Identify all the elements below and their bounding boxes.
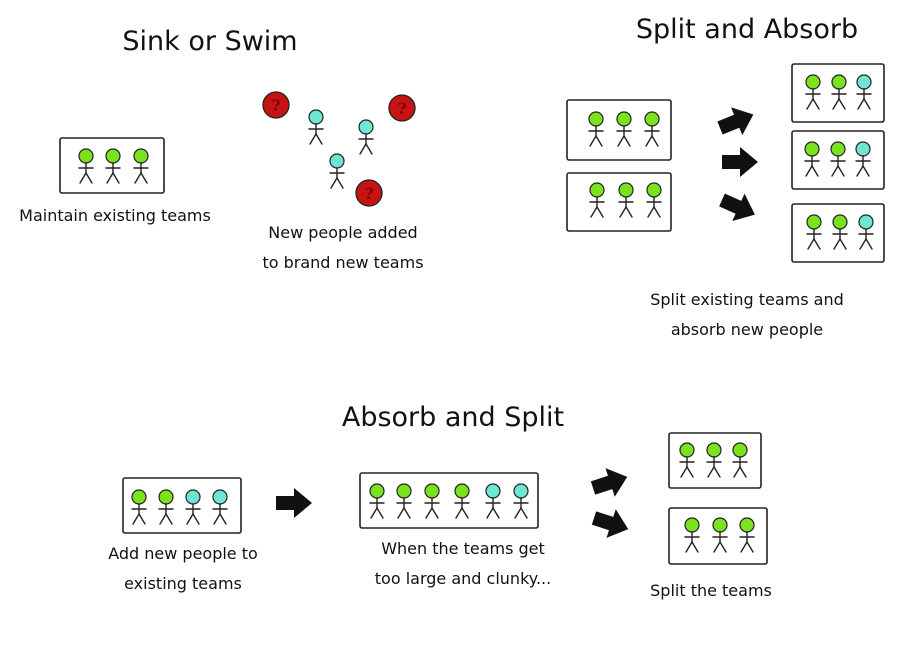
question-mark-icon: ? xyxy=(388,94,416,122)
split-teams-caption: Split the teams xyxy=(650,581,772,600)
add-new-caption-line1: Add new people to xyxy=(108,544,258,563)
arrow-icon xyxy=(722,147,758,177)
arrow-icon xyxy=(714,100,759,142)
stick-figure-icon xyxy=(358,119,374,155)
new-people-caption-line1: New people added xyxy=(268,223,417,242)
svg-text:?: ? xyxy=(364,184,373,203)
existing-team-box xyxy=(59,137,165,194)
maintain-caption: Maintain existing teams xyxy=(19,206,211,225)
split-existing-caption-line2: absorb new people xyxy=(671,320,823,339)
arrow-icon xyxy=(715,186,761,229)
arrow-icon xyxy=(588,462,632,503)
absorb-and-split-title: Absorb and Split xyxy=(342,402,564,433)
existing-team-box xyxy=(122,477,242,534)
question-mark-icon: ? xyxy=(355,179,383,207)
split-team-box xyxy=(791,203,885,263)
stick-figure-icon xyxy=(329,153,345,189)
split-existing-caption-line1: Split existing teams and xyxy=(650,290,844,309)
stick-figure-icon xyxy=(308,109,324,145)
svg-text:?: ? xyxy=(397,99,406,118)
new-people-caption-line2: to brand new teams xyxy=(262,253,423,272)
svg-text:?: ? xyxy=(271,96,280,115)
too-large-caption-line1: When the teams get xyxy=(381,539,545,558)
large-team-box xyxy=(359,472,539,529)
split-team-box xyxy=(668,507,768,565)
too-large-caption-line2: too large and clunky... xyxy=(375,569,551,588)
split-team-box xyxy=(791,63,885,123)
existing-team-box xyxy=(566,172,672,232)
sink-or-swim-title: Sink or Swim xyxy=(122,26,297,57)
split-team-box xyxy=(791,130,885,190)
split-team-box xyxy=(668,432,762,489)
question-mark-icon: ? xyxy=(262,91,290,119)
arrow-icon xyxy=(276,488,312,518)
add-new-caption-line2: existing teams xyxy=(124,574,242,593)
new-people-cluster: ? ? ? xyxy=(262,91,416,207)
existing-team-box xyxy=(566,99,672,161)
split-and-absorb-title: Split and Absorb xyxy=(636,14,858,45)
arrow-icon xyxy=(589,503,633,544)
